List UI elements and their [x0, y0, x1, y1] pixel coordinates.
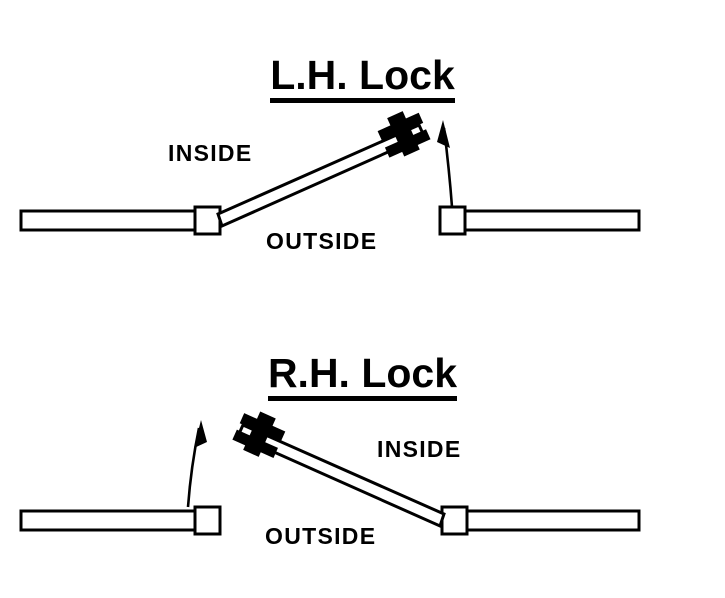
door-leaf-rh	[236, 423, 446, 529]
swing-arrow-lh	[437, 120, 454, 208]
lh-geometry-layer	[19, 111, 641, 236]
cross-lock-icon-lh	[377, 111, 431, 158]
jamb-strike-lh	[438, 205, 467, 236]
label-inside-lh: INSIDE	[168, 140, 253, 166]
swing-arrowhead-rh	[194, 420, 207, 448]
wall-left-rh	[19, 509, 201, 532]
rh-geometry-layer	[19, 411, 641, 536]
label-outside-lh: OUTSIDE	[266, 228, 378, 254]
door-leaf-panel-lh	[216, 123, 426, 229]
title-text: L.H. Lock	[270, 53, 455, 104]
cross-lock-icon-rh	[232, 411, 286, 458]
diagram-rh-title: R.H. Lock	[0, 350, 725, 402]
jamb-hinge-lh	[193, 205, 222, 236]
wall-right-lh	[460, 209, 641, 232]
swing-arrowhead-lh	[437, 120, 450, 148]
diagram-lh-title: L.H. Lock	[0, 52, 725, 104]
wall-left-lh	[19, 209, 201, 232]
swing-arrow-rh	[186, 420, 207, 508]
label-outside-rh: OUTSIDE	[265, 523, 377, 549]
jamb-hinge-rh	[440, 505, 469, 536]
title-text: R.H. Lock	[267, 351, 458, 402]
wall-right-rh	[462, 509, 641, 532]
diagram-lh-lock: L.H. Lock INSIDE OUTSIDE	[0, 52, 725, 254]
diagram-rh-lock: R.H. Lock INSIDE OUTSIDE	[0, 298, 725, 598]
label-inside-rh: INSIDE	[377, 436, 462, 462]
door-leaf-panel-rh	[236, 423, 446, 529]
jamb-strike-rh	[193, 505, 222, 536]
door-leaf-lh	[216, 123, 426, 229]
